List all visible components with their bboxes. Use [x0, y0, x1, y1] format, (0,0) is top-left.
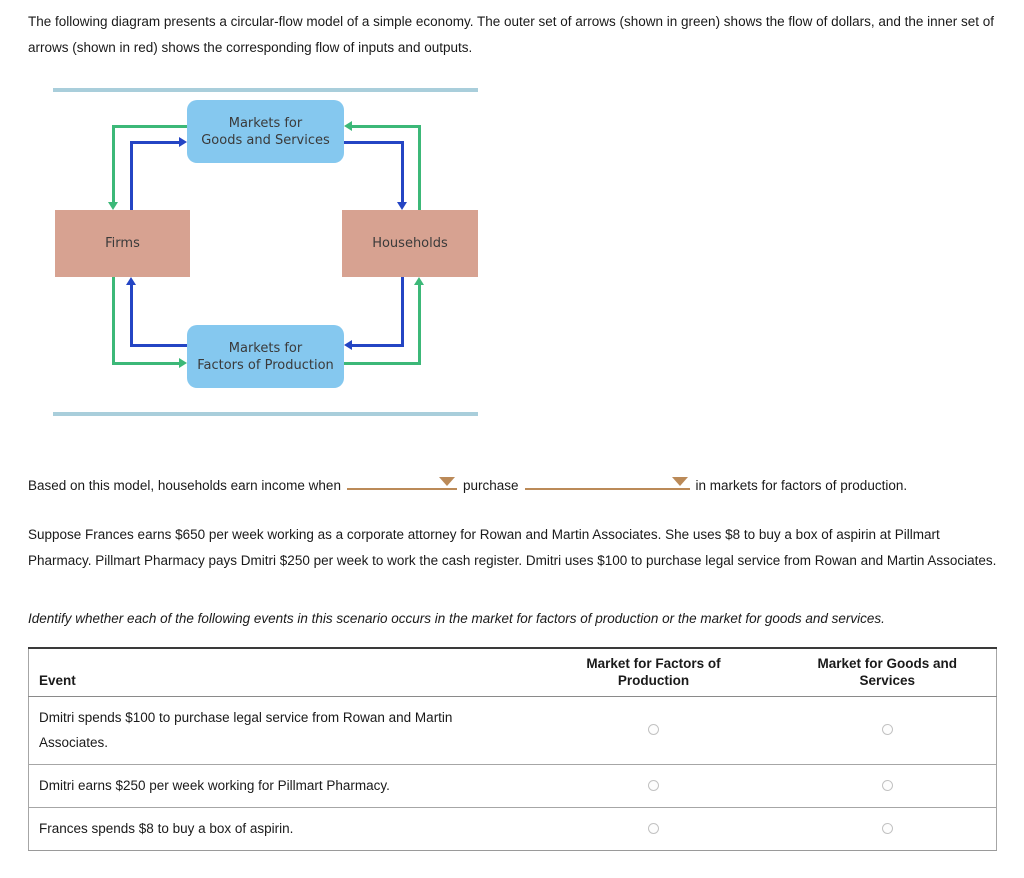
arrow-line [352, 344, 404, 347]
cell-goods [778, 764, 997, 808]
arrow-head [344, 121, 352, 131]
radio-row2-goods[interactable] [881, 779, 893, 791]
arrow-line [418, 285, 421, 365]
arrow-line [130, 344, 187, 347]
event-text: Dmitri earns $250 per week working for P… [28, 764, 529, 808]
dropdown-object[interactable] [524, 473, 690, 490]
arrow-head [344, 340, 352, 350]
radio-row3-goods[interactable] [881, 822, 893, 834]
bottom-divider-bar [53, 412, 478, 416]
question-text-3: in markets for factors of production. [695, 478, 908, 493]
header-event: Event [28, 648, 529, 697]
fill-in-question: Based on this model, households earn inc… [28, 473, 1000, 497]
arrow-line [401, 277, 404, 347]
arrow-line [112, 277, 115, 365]
arrow-line [112, 125, 188, 128]
arrow-line [130, 141, 179, 144]
event-text: Frances spends $8 to buy a box of aspiri… [39, 821, 294, 836]
cell-goods [779, 808, 997, 851]
node-markets-factors-production: Markets for Factors of Production [187, 325, 344, 388]
arrow-line [112, 362, 179, 365]
cell-factors [529, 808, 779, 851]
radio-row3-factors[interactable] [648, 822, 659, 834]
classification-table: Event Market for Factors of Production M… [28, 647, 997, 851]
question-text-2: purchase [462, 478, 519, 493]
cell-factors [528, 764, 779, 808]
event-text: Dmitri spends $100 to purchase legal ser… [28, 696, 529, 765]
arrow-head [397, 202, 407, 210]
radio-row1-factors[interactable] [648, 724, 659, 735]
question-text-1: Based on this model, households earn inc… [28, 478, 341, 493]
arrow-line [130, 141, 133, 210]
table-row: Dmitri spends $100 to purchase legal ser… [28, 696, 997, 765]
header-market-factors: Market for Factors of Production [528, 648, 779, 697]
scenario-text: Suppose Frances earns $650 per week work… [28, 527, 997, 568]
arrow-line [344, 362, 421, 365]
arrow-head [179, 137, 187, 147]
arrow-line [418, 125, 421, 210]
instruction-text: Identify whether each of the following e… [28, 611, 885, 626]
arrow-line [401, 141, 404, 202]
arrow-head [108, 202, 118, 210]
arrow-head [179, 358, 187, 368]
table-header-row: Event Market for Factors of Production M… [28, 648, 997, 697]
chevron-down-icon [438, 477, 455, 486]
arrow-head [126, 277, 136, 285]
node-firms: Firms [55, 210, 190, 277]
arrow-line [352, 125, 421, 128]
table-row: Frances spends $8 to buy a box of aspiri… [29, 808, 997, 851]
chevron-down-icon [671, 477, 688, 486]
header-market-goods: Market for Goods and Services [778, 648, 997, 697]
node-markets-goods-services: Markets for Goods and Services [187, 100, 344, 163]
arrow-line [112, 125, 115, 203]
radio-row1-goods[interactable] [881, 724, 893, 735]
circular-flow-diagram: Markets for Goods and Services Firms Hou… [53, 88, 478, 418]
cell-factors [528, 696, 779, 765]
arrow-line [344, 141, 404, 144]
table-row: Dmitri earns $250 per week working for P… [28, 764, 997, 808]
radio-row2-factors[interactable] [648, 779, 659, 791]
top-divider-bar [53, 88, 478, 92]
intro-text: The following diagram presents a circula… [28, 14, 994, 55]
node-households: Households [342, 210, 478, 277]
cell-goods [778, 696, 997, 765]
arrow-head [414, 277, 424, 285]
arrow-line [130, 285, 133, 347]
dropdown-subject[interactable] [346, 473, 457, 490]
